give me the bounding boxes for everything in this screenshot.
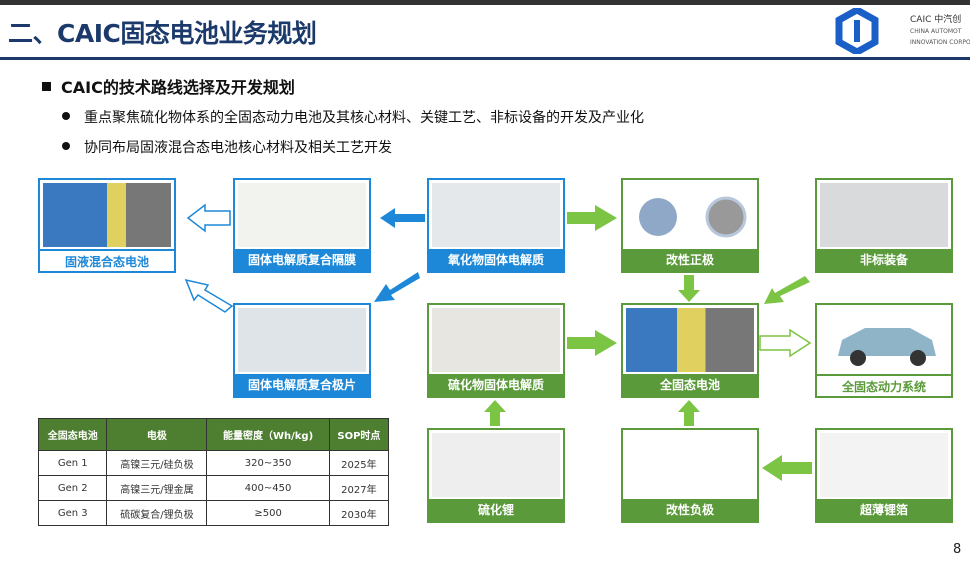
section-heading: CAIC的技术路线选择及开发规划 bbox=[42, 74, 295, 98]
square-bullet-icon bbox=[42, 82, 51, 91]
arrow-oxide-to-cathode bbox=[567, 205, 617, 231]
box-hybrid-battery: 固液混合态电池 bbox=[38, 178, 176, 273]
sulfide-sample-image bbox=[432, 308, 560, 372]
arrow-oxide-to-electrode bbox=[374, 272, 420, 302]
box-composite-electrode: 固体电解质复合极片 bbox=[233, 303, 371, 398]
arrow-allsolid-to-powertrain bbox=[759, 328, 812, 358]
box-modified-anode: 改性负极 bbox=[621, 428, 759, 523]
equipment-image bbox=[820, 183, 948, 247]
oxide-sample-image bbox=[432, 183, 560, 247]
box-oxide-electrolyte: 氧化物固体电解质 bbox=[427, 178, 565, 273]
arrow-electrode-to-hybrid bbox=[184, 278, 234, 313]
arrow-foil-to-anode bbox=[762, 455, 812, 481]
box-separator: 固体电解质复合隔膜 bbox=[233, 178, 371, 273]
box-all-solid-battery: 全固态电池 bbox=[621, 303, 759, 398]
page-title: 二、CAIC固态电池业务规划 bbox=[8, 19, 317, 48]
bullet-item: 协同布局固液混合态电池核心材料及相关工艺开发 bbox=[62, 137, 392, 157]
arrow-separator-to-hybrid bbox=[186, 203, 231, 233]
top-bar bbox=[0, 0, 970, 5]
page-number: 8 bbox=[953, 542, 962, 557]
li2s-image bbox=[432, 433, 560, 497]
title-divider bbox=[0, 57, 970, 60]
anode-coating-image bbox=[626, 433, 754, 497]
separator-roll-image bbox=[238, 183, 366, 247]
box-powertrain: 全固态动力系统 bbox=[815, 303, 953, 398]
box-sulfide-electrolyte: 硫化物固体电解质 bbox=[427, 303, 565, 398]
box-lithium-foil: 超薄锂箔 bbox=[815, 428, 953, 523]
battery-diagram-image bbox=[43, 183, 171, 247]
box-modified-cathode: 改性正极 bbox=[621, 178, 759, 273]
table-header-row: 全固态电池电极能量密度（Wh/kg)SOP时点 bbox=[37, 418, 390, 451]
lithium-foil-image bbox=[820, 433, 948, 497]
box-equipment: 非标装备 bbox=[815, 178, 953, 273]
car-image bbox=[820, 308, 948, 372]
arrow-equipment-to-allsolid bbox=[764, 276, 810, 304]
arrow-cathode-to-allsolid bbox=[678, 275, 700, 302]
cathode-particle-image bbox=[626, 183, 754, 247]
box-lithium-sulfide: 硫化锂 bbox=[427, 428, 565, 523]
arrow-sulfide-to-allsolid bbox=[567, 330, 617, 356]
electrode-sheet-image bbox=[238, 308, 366, 372]
bullet-item: 重点聚焦硫化物体系的全固态动力电池及其核心材料、关键工艺、非标设备的开发及产业化 bbox=[62, 107, 644, 127]
bullet-icon bbox=[62, 112, 70, 120]
arrow-anode-to-allsolid bbox=[678, 400, 700, 426]
caic-logo-icon bbox=[835, 8, 879, 54]
all-solid-diagram-image bbox=[626, 308, 754, 372]
arrow-li2s-to-sulfide bbox=[484, 400, 506, 426]
bullet-icon bbox=[62, 142, 70, 150]
arrow-oxide-to-separator bbox=[380, 208, 425, 228]
